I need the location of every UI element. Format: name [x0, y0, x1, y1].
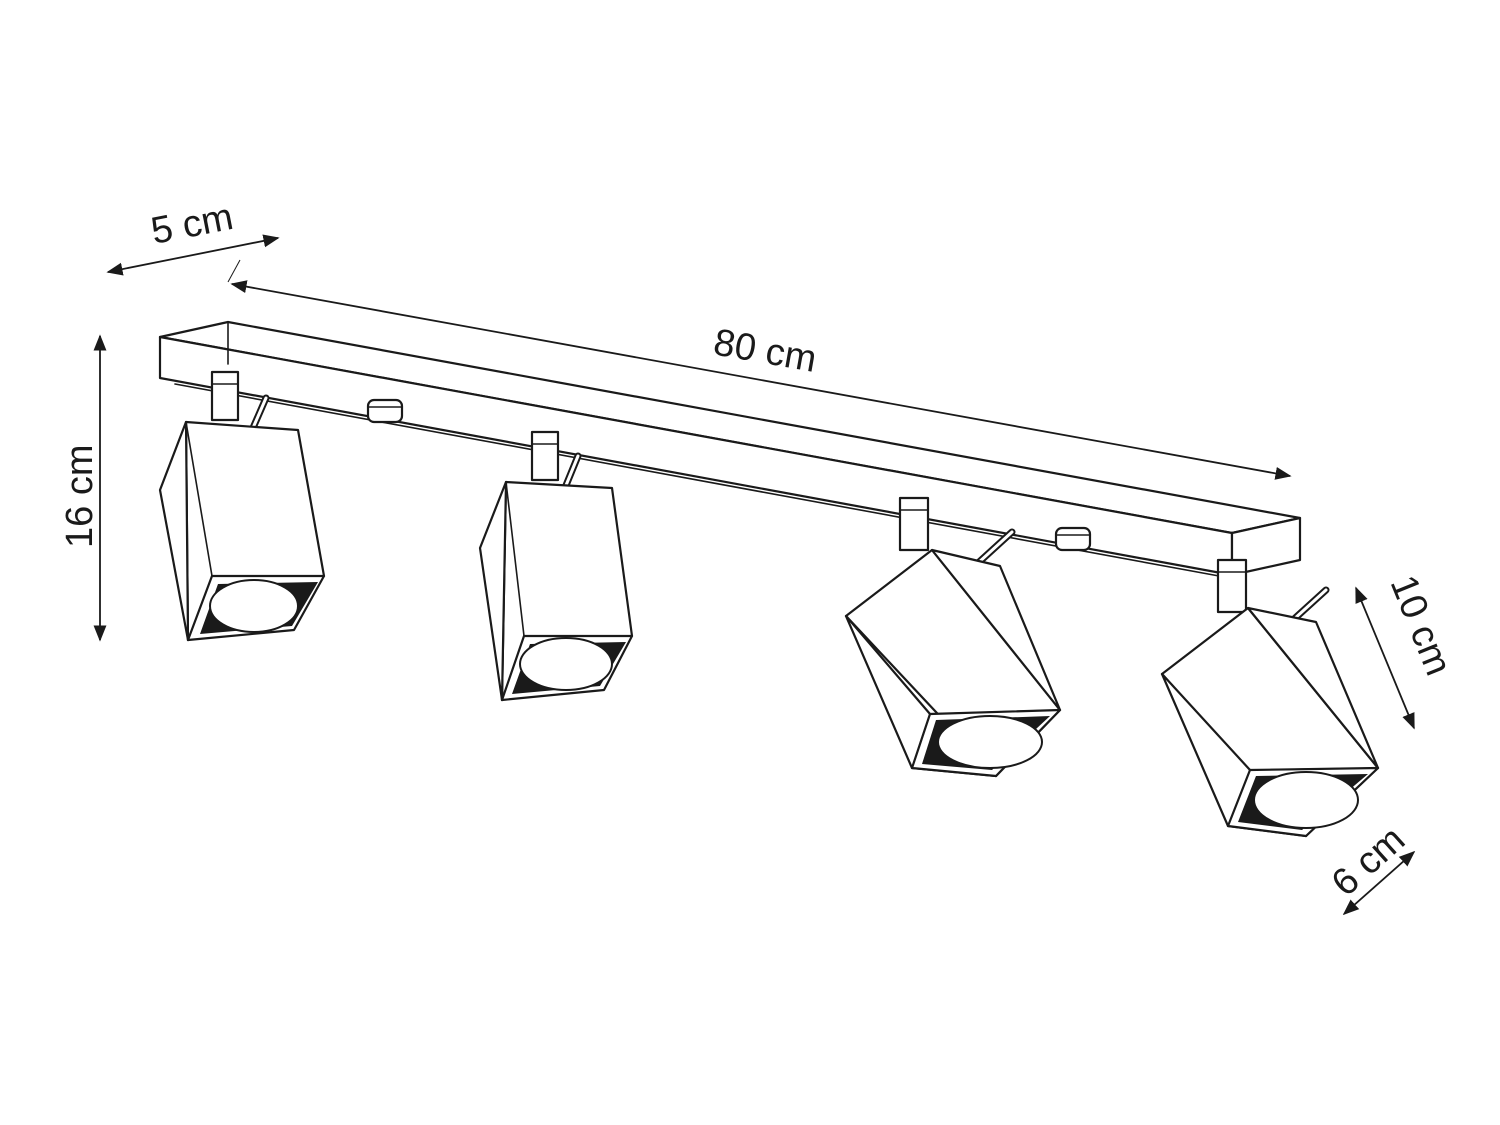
mounting-screw [1054, 526, 1092, 552]
dimension-depth: 5 cm [106, 196, 280, 276]
dimension-spot-height-label: 10 cm [1382, 570, 1460, 682]
spotlight-1 [158, 370, 326, 642]
spotlight-3 [844, 496, 1062, 778]
spotlight-4 [1160, 558, 1380, 838]
mounting-screw [366, 398, 404, 424]
dimension-length-label: 80 cm [710, 322, 819, 381]
spotlight-2 [478, 430, 634, 702]
dimension-height: 16 cm [59, 334, 107, 642]
dimension-spot-width: 6 cm [1324, 818, 1416, 916]
dimension-spot-height: 10 cm [1355, 570, 1460, 730]
dimension-depth-label: 5 cm [148, 196, 237, 253]
dimension-height-label: 16 cm [59, 445, 101, 548]
